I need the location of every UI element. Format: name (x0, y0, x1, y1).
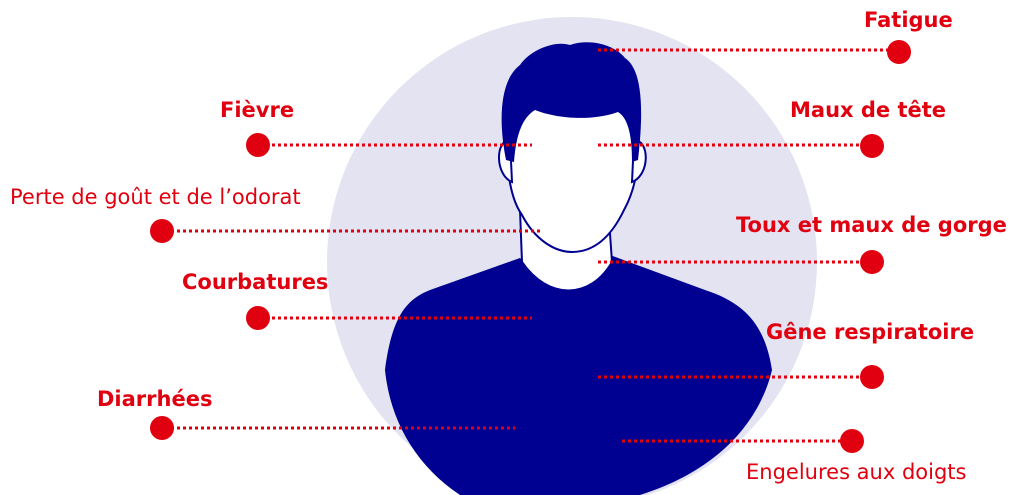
label-diarrhees: Diarrhées (97, 387, 212, 411)
label-courbatures: Courbatures (182, 270, 328, 294)
dot-perte-gout-odorat (150, 219, 174, 243)
label-gene-respiratoire: Gêne respiratoire (766, 320, 974, 344)
dot-fievre (246, 133, 270, 157)
label-fievre: Fièvre (220, 98, 294, 122)
dot-gene-respiratoire (860, 365, 884, 389)
dot-engelures-doigts (840, 429, 864, 453)
label-toux-maux-gorge: Toux et maux de gorge (736, 213, 1007, 237)
dot-maux-de-tete (860, 134, 884, 158)
label-fatigue: Fatigue (864, 8, 953, 32)
dot-fatigue (887, 40, 911, 64)
label-engelures-doigts: Engelures aux doigts (746, 460, 966, 484)
dot-toux-maux-gorge (860, 250, 884, 274)
dot-courbatures (246, 306, 270, 330)
label-perte-gout-odorat: Perte de goût et de l’odorat (10, 185, 301, 209)
label-maux-de-tete: Maux de tête (790, 98, 946, 122)
dot-diarrhees (150, 416, 174, 440)
